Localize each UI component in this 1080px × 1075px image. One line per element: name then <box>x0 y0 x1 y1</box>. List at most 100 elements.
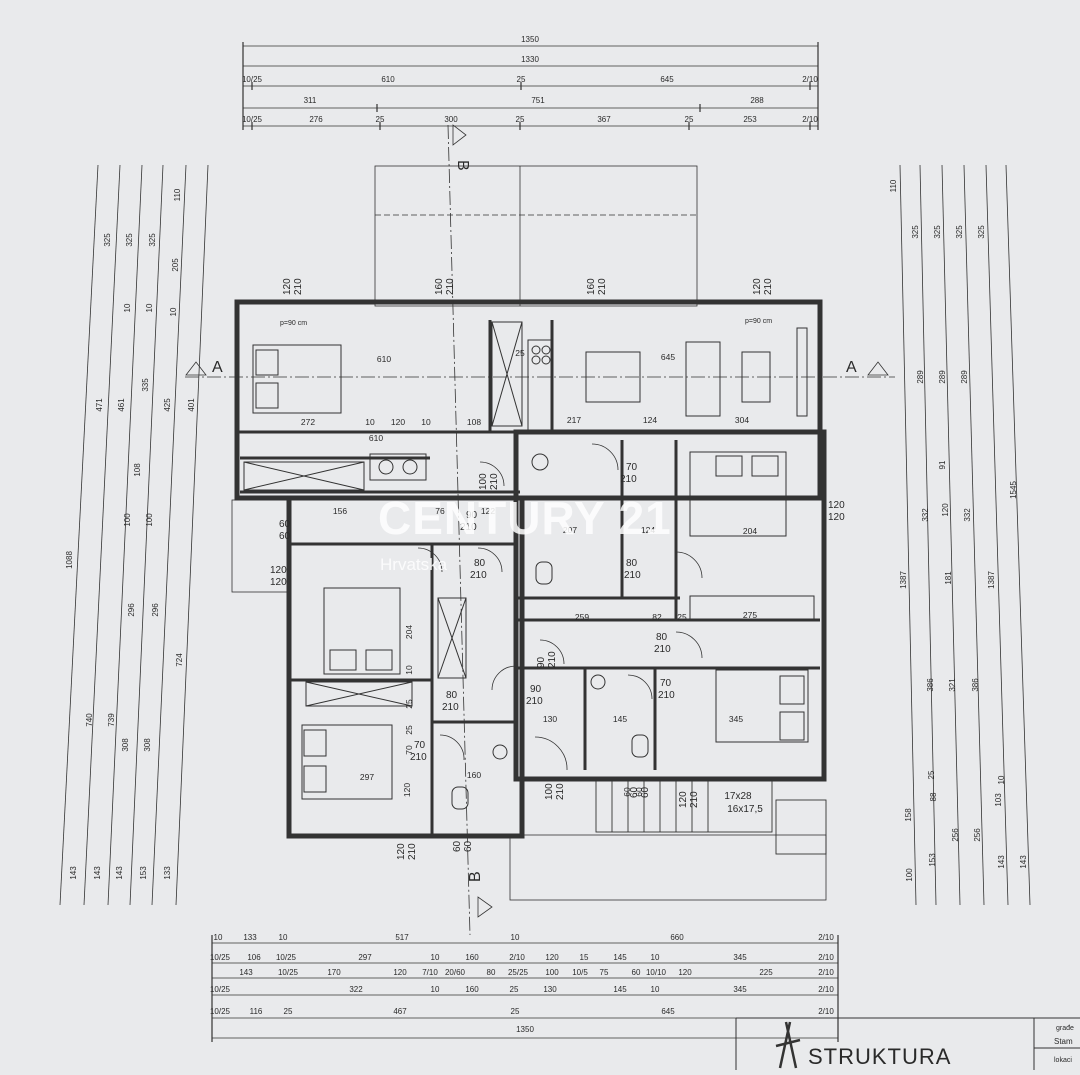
bot-r1-5: 660 <box>670 933 684 942</box>
room-dim-27: 204 <box>743 526 757 536</box>
openings: 120 210 160 210 160 210 120 210 100 210 … <box>270 278 845 860</box>
bot-r4-1: 322 <box>349 985 363 994</box>
left-dim-8: 724 <box>175 653 184 667</box>
room-dim-16: 204 <box>404 625 414 639</box>
bot-r1-3: 517 <box>395 933 409 942</box>
bot-r4-4: 25 <box>510 985 519 994</box>
room-dim-11: 156 <box>333 506 347 516</box>
top-dim-r5-g: 25 <box>685 115 694 124</box>
small-v-6: 25 <box>515 348 525 358</box>
opening-16-h: 210 <box>442 702 459 713</box>
room-dim-19: 25 <box>677 612 687 622</box>
bot-r1-1: 133 <box>243 933 257 942</box>
sill-label-left: p=90 cm <box>280 320 307 327</box>
tv-unit <box>796 327 808 417</box>
right-dim-0: 1545 <box>1009 481 1018 499</box>
opening-3-h: 210 <box>763 278 774 295</box>
bot-r2-4: 10 <box>431 953 440 962</box>
opening-17-h: 210 <box>410 752 427 763</box>
bot-r3-4: 7/10 <box>422 968 438 977</box>
small-v-1: 25 <box>404 699 414 709</box>
right-dim-1: 1387 <box>899 571 908 589</box>
bot-r2-11: 345 <box>733 953 747 962</box>
top-dim-r3-a: 10/25 <box>242 75 263 84</box>
opening-5-w: 70 <box>626 462 638 473</box>
sill-label-right: p=90 cm <box>745 318 772 325</box>
small-v-0: 10 <box>404 665 414 675</box>
right-dim-14: 332 <box>963 508 972 522</box>
right-dim-24: 103 <box>994 793 1003 807</box>
bot-r2-10: 10 <box>651 953 660 962</box>
left-dim-16: 10 <box>169 307 178 316</box>
furniture <box>243 321 815 810</box>
section-b-top-label: B <box>454 160 471 171</box>
top-dim-r4-a: 311 <box>304 96 317 105</box>
title-field-3: lokaci <box>1054 1057 1072 1064</box>
room-dim-17: 259 <box>575 612 589 622</box>
right-dim-23: 158 <box>904 808 913 822</box>
room-dim-9: 304 <box>735 415 749 425</box>
opening-19-w: 120 <box>678 791 689 808</box>
room-dim-14: 207 <box>563 525 577 535</box>
bot-r2-2: 10/25 <box>276 953 297 962</box>
room-dim-3: 10 <box>365 417 375 427</box>
right-dim-11: 91 <box>938 460 947 469</box>
struktura-logo-icon <box>775 1021 801 1069</box>
opening-20-w: 60 <box>629 786 640 798</box>
section-a-left-label: A <box>212 359 223 376</box>
top-dim-r5-h: 253 <box>743 115 757 124</box>
bed-bedroom-3 <box>301 724 393 800</box>
left-dim-21: 296 <box>151 603 160 617</box>
bed-living <box>252 344 342 414</box>
washbasin-2 <box>590 674 606 690</box>
opening-0-h: 210 <box>293 278 304 295</box>
right-dim-26: 153 <box>928 853 937 867</box>
opening-7-w: 60 <box>279 519 291 530</box>
opening-4-h: 210 <box>489 473 500 490</box>
bottom-dimension-chains <box>211 935 839 1042</box>
top-dim-r3-c: 25 <box>517 75 526 84</box>
plan-labels: p=90 cm p=90 cm 610 645 272 10 120 10 10… <box>280 318 772 815</box>
left-dim-23: 308 <box>143 738 152 752</box>
right-dim-3: 110 <box>889 179 898 192</box>
left-dim-27: 153 <box>139 866 148 880</box>
room-dim-7: 217 <box>567 415 581 425</box>
bot-r2-1: 106 <box>247 953 261 962</box>
bot-r4-0: 10/25 <box>210 985 231 994</box>
opening-15-h: 210 <box>658 690 675 701</box>
right-dim-18: 386 <box>971 678 980 692</box>
opening-8-w: 120 <box>270 565 287 576</box>
left-dim-4: 461 <box>117 398 126 412</box>
opening-8-h: 120 <box>270 577 287 588</box>
bot-r2-8: 15 <box>580 953 589 962</box>
bot-r5-1: 116 <box>250 1007 263 1016</box>
storage-hatch <box>243 461 365 491</box>
opening-1-h: 210 <box>445 278 456 295</box>
left-dim-9: 325 <box>103 233 112 247</box>
room-dim-13: 76 <box>435 506 445 516</box>
bot-r3-12: 10/10 <box>646 968 667 977</box>
left-dim-18: 100 <box>145 513 154 527</box>
top-dimension-chains <box>242 42 819 130</box>
right-dim-6: 325 <box>955 225 964 239</box>
left-dimension-chains <box>59 164 209 906</box>
opening-5-h: 210 <box>620 474 637 485</box>
right-dimension-labels: 1545 1387 1387 110 325 325 325 325 289 2… <box>889 179 1028 882</box>
right-dim-2: 1387 <box>987 571 996 589</box>
bot-r3-13: 120 <box>678 968 692 977</box>
left-dim-2: 739 <box>107 713 116 727</box>
wardrobe-2 <box>305 681 413 707</box>
section-a-right-arrow <box>867 361 889 376</box>
entrance-stairs <box>595 779 827 855</box>
room-dim-23: 130 <box>543 714 557 724</box>
door-swings <box>417 443 703 771</box>
toilet-1 <box>535 561 553 585</box>
wardrobe-1 <box>437 597 467 679</box>
room-dim-4: 120 <box>391 417 405 427</box>
opening-22-h: 60 <box>463 840 474 852</box>
right-dim-12: 120 <box>941 503 950 517</box>
bot-r3-2: 170 <box>327 968 341 977</box>
room-dim-12: 122 <box>481 506 495 516</box>
room-dim-10: 610 <box>369 433 383 443</box>
